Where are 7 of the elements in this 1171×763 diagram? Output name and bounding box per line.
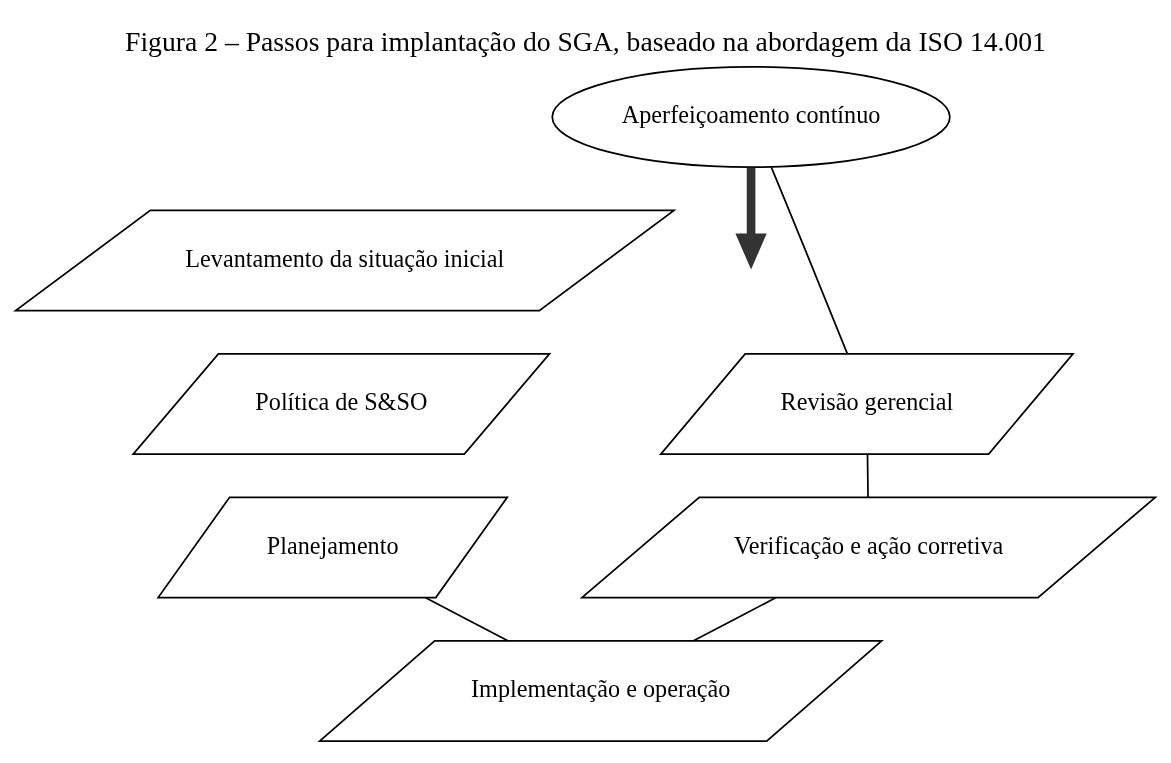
diagram-title: Figura 2 – Passos para implantação do SGA, baseado na abordagem da ISO 14.001 xyxy=(125,25,1046,57)
connector xyxy=(424,596,509,642)
connector xyxy=(692,596,777,642)
node-ellipse: Aperfeiçoamento contínuo xyxy=(551,66,951,168)
connector xyxy=(866,453,869,498)
connector xyxy=(770,166,849,355)
arrow xyxy=(735,167,767,270)
